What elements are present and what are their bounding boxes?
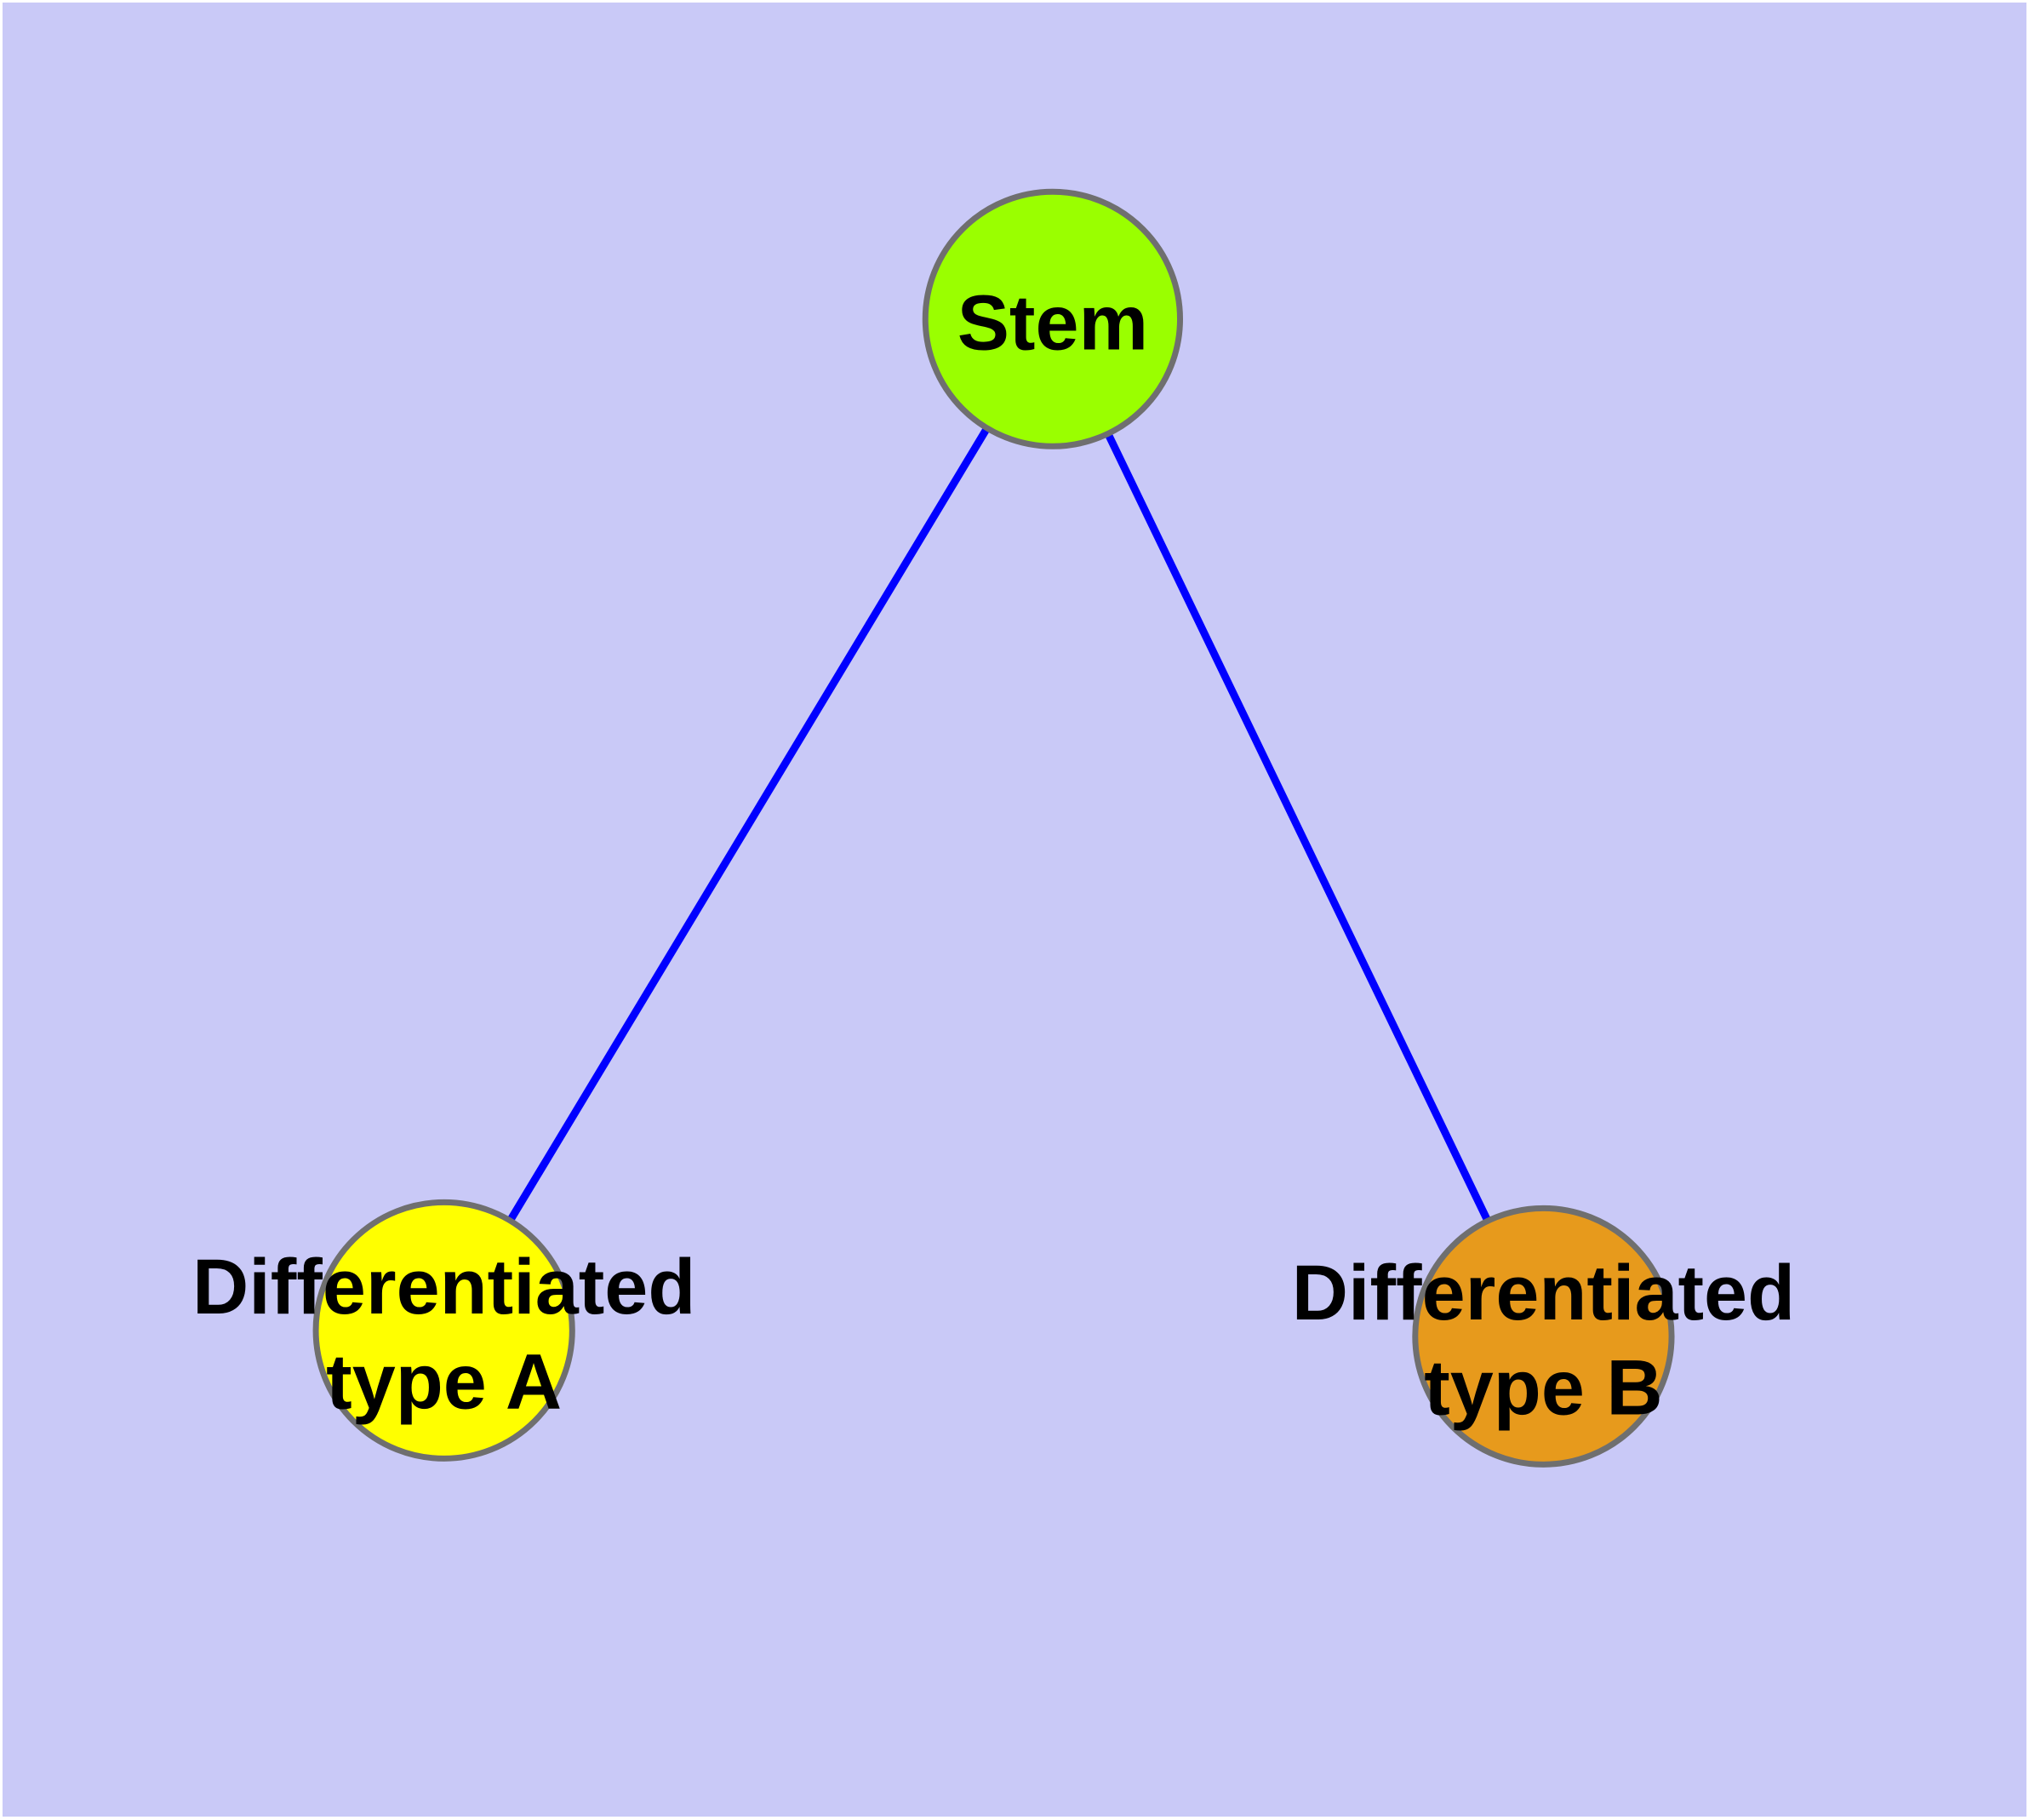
node-diff-a[interactable] <box>312 1199 575 1462</box>
edge-stem-diff-b <box>1049 317 1547 1338</box>
edges-layer <box>440 317 1547 1338</box>
edge-stem-diff-a <box>440 317 1056 1333</box>
node-stem[interactable] <box>922 188 1184 449</box>
node-diff-b[interactable] <box>1412 1205 1675 1468</box>
